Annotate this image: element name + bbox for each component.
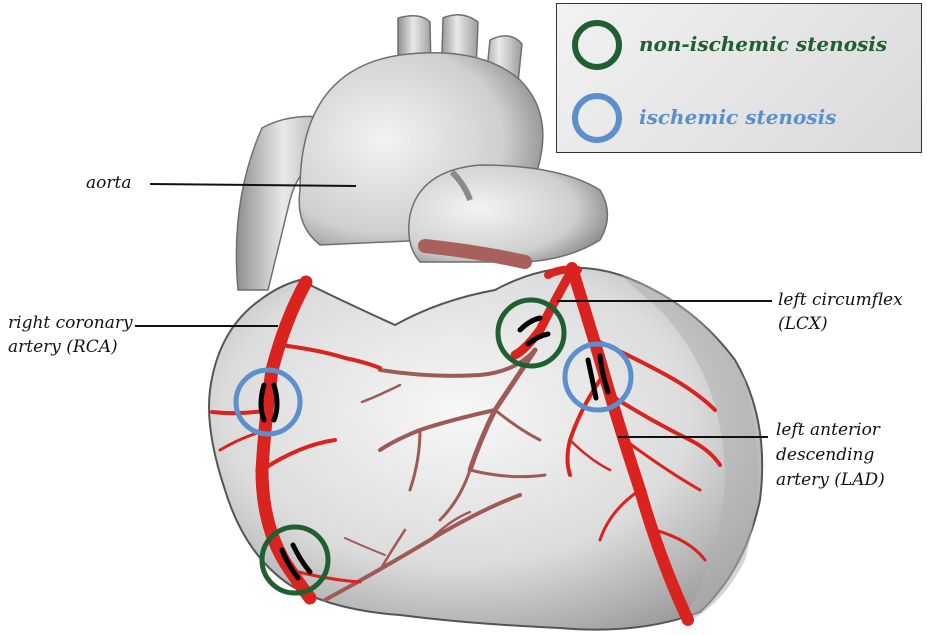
lad-label-line1: left anterior	[776, 417, 880, 443]
aorta-label: aorta	[86, 170, 131, 196]
legend-non-ischemic-label: non-ischemic stenosis	[639, 32, 887, 56]
lad-label-line2: descending	[776, 442, 874, 468]
legend: non-ischemic stenosis ischemic stenosis	[556, 3, 922, 153]
legend-symbols	[557, 4, 923, 154]
legend-non-ischemic-circle	[575, 23, 619, 67]
great-vessels	[236, 15, 607, 290]
rca-label-line1: right coronary	[8, 310, 133, 336]
legend-ischemic-circle	[575, 96, 619, 140]
lcx-label-line1: left circumflex	[778, 287, 903, 313]
legend-ischemic-label: ischemic stenosis	[639, 105, 836, 129]
lad-label-line3: artery (LAD)	[776, 467, 885, 493]
lcx-label-line2: (LCX)	[778, 311, 828, 337]
rca-label-line2: artery (RCA)	[8, 334, 118, 360]
